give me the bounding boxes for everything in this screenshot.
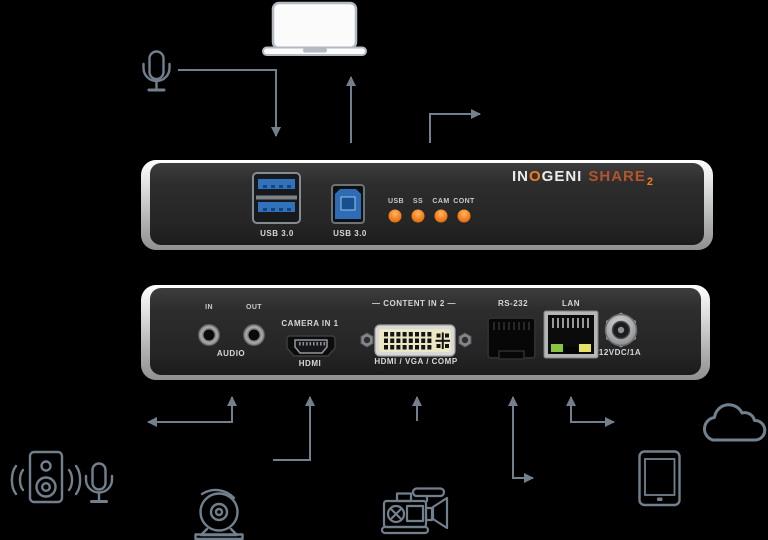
ptz-camera-icon — [194, 488, 244, 540]
lan-led-yellow — [579, 344, 591, 352]
usb-b-label: USB 3.0 — [333, 229, 367, 238]
audio-group-label: AUDIO — [216, 349, 246, 358]
logo-suffix: GENI — [541, 168, 583, 185]
microphone-icon-2 — [84, 462, 114, 503]
rs232-port — [487, 317, 536, 360]
lan-label: LAN — [562, 299, 580, 308]
lan-led-green — [551, 344, 563, 352]
usb-a-ports — [252, 172, 301, 224]
camera-in-connector-label: HDMI — [298, 359, 322, 368]
video-camera-icon — [380, 487, 449, 535]
lan-port — [543, 310, 599, 359]
arrow-rs232-bidirectional — [508, 396, 534, 483]
led-usb — [388, 209, 402, 223]
speaker-icon — [10, 450, 82, 504]
front-panel-face — [150, 163, 704, 245]
sound-wave — [10, 464, 18, 496]
content-in-connector-label: HDMI / VGA / COMP — [374, 357, 458, 366]
usb-a-label: USB 3.0 — [260, 229, 294, 238]
arrow-audio-bidirectional — [147, 396, 237, 427]
laptop-icon — [262, 1, 367, 56]
sound-wave — [74, 464, 82, 496]
audio-in-jack — [198, 324, 220, 346]
logo-prefix: IN — [512, 168, 529, 185]
arrow-lan-bidirectional — [566, 396, 615, 427]
dvi-port — [360, 324, 472, 357]
sound-wave — [18, 468, 25, 492]
dvi-screw-right — [458, 332, 472, 348]
content-in-title: — CONTENT IN 2 — — [371, 299, 457, 308]
power-connector — [604, 312, 638, 348]
hdmi-port — [286, 335, 336, 357]
power-label: 12VDC/1A — [598, 348, 642, 357]
arrow-mic-to-usb — [178, 69, 281, 137]
led-label-cam: CAM — [432, 198, 450, 205]
cloud-icon — [703, 403, 767, 442]
arrow-camera-input — [273, 396, 315, 461]
front-panel — [141, 160, 713, 250]
led-label-ss: SS — [412, 198, 424, 205]
laptop-notch — [303, 48, 327, 53]
audio-out-jack — [243, 324, 265, 346]
logo-model: SHARE — [588, 168, 646, 185]
logo-o: O — [529, 168, 542, 185]
led-label-cont: CONT — [453, 198, 475, 205]
tablet-icon — [638, 450, 681, 507]
led-cam — [434, 209, 448, 223]
dvi-screw-left — [360, 332, 374, 348]
rs232-label: RS-232 — [497, 299, 529, 308]
usb-b-port — [331, 184, 365, 224]
microphone-icon — [142, 50, 171, 92]
logo-model-sub: 2 — [646, 176, 654, 188]
home-button — [657, 497, 663, 501]
audio-out-label: OUT — [246, 304, 262, 311]
camera-in-title: CAMERA IN 1 — [281, 319, 339, 328]
arrow-display-output — [429, 109, 481, 143]
led-cont — [457, 209, 471, 223]
status-leds — [388, 209, 471, 223]
led-ss — [411, 209, 425, 223]
led-label-usb: USB — [388, 198, 404, 205]
sound-wave — [67, 468, 74, 492]
audio-in-label: IN — [205, 304, 213, 311]
